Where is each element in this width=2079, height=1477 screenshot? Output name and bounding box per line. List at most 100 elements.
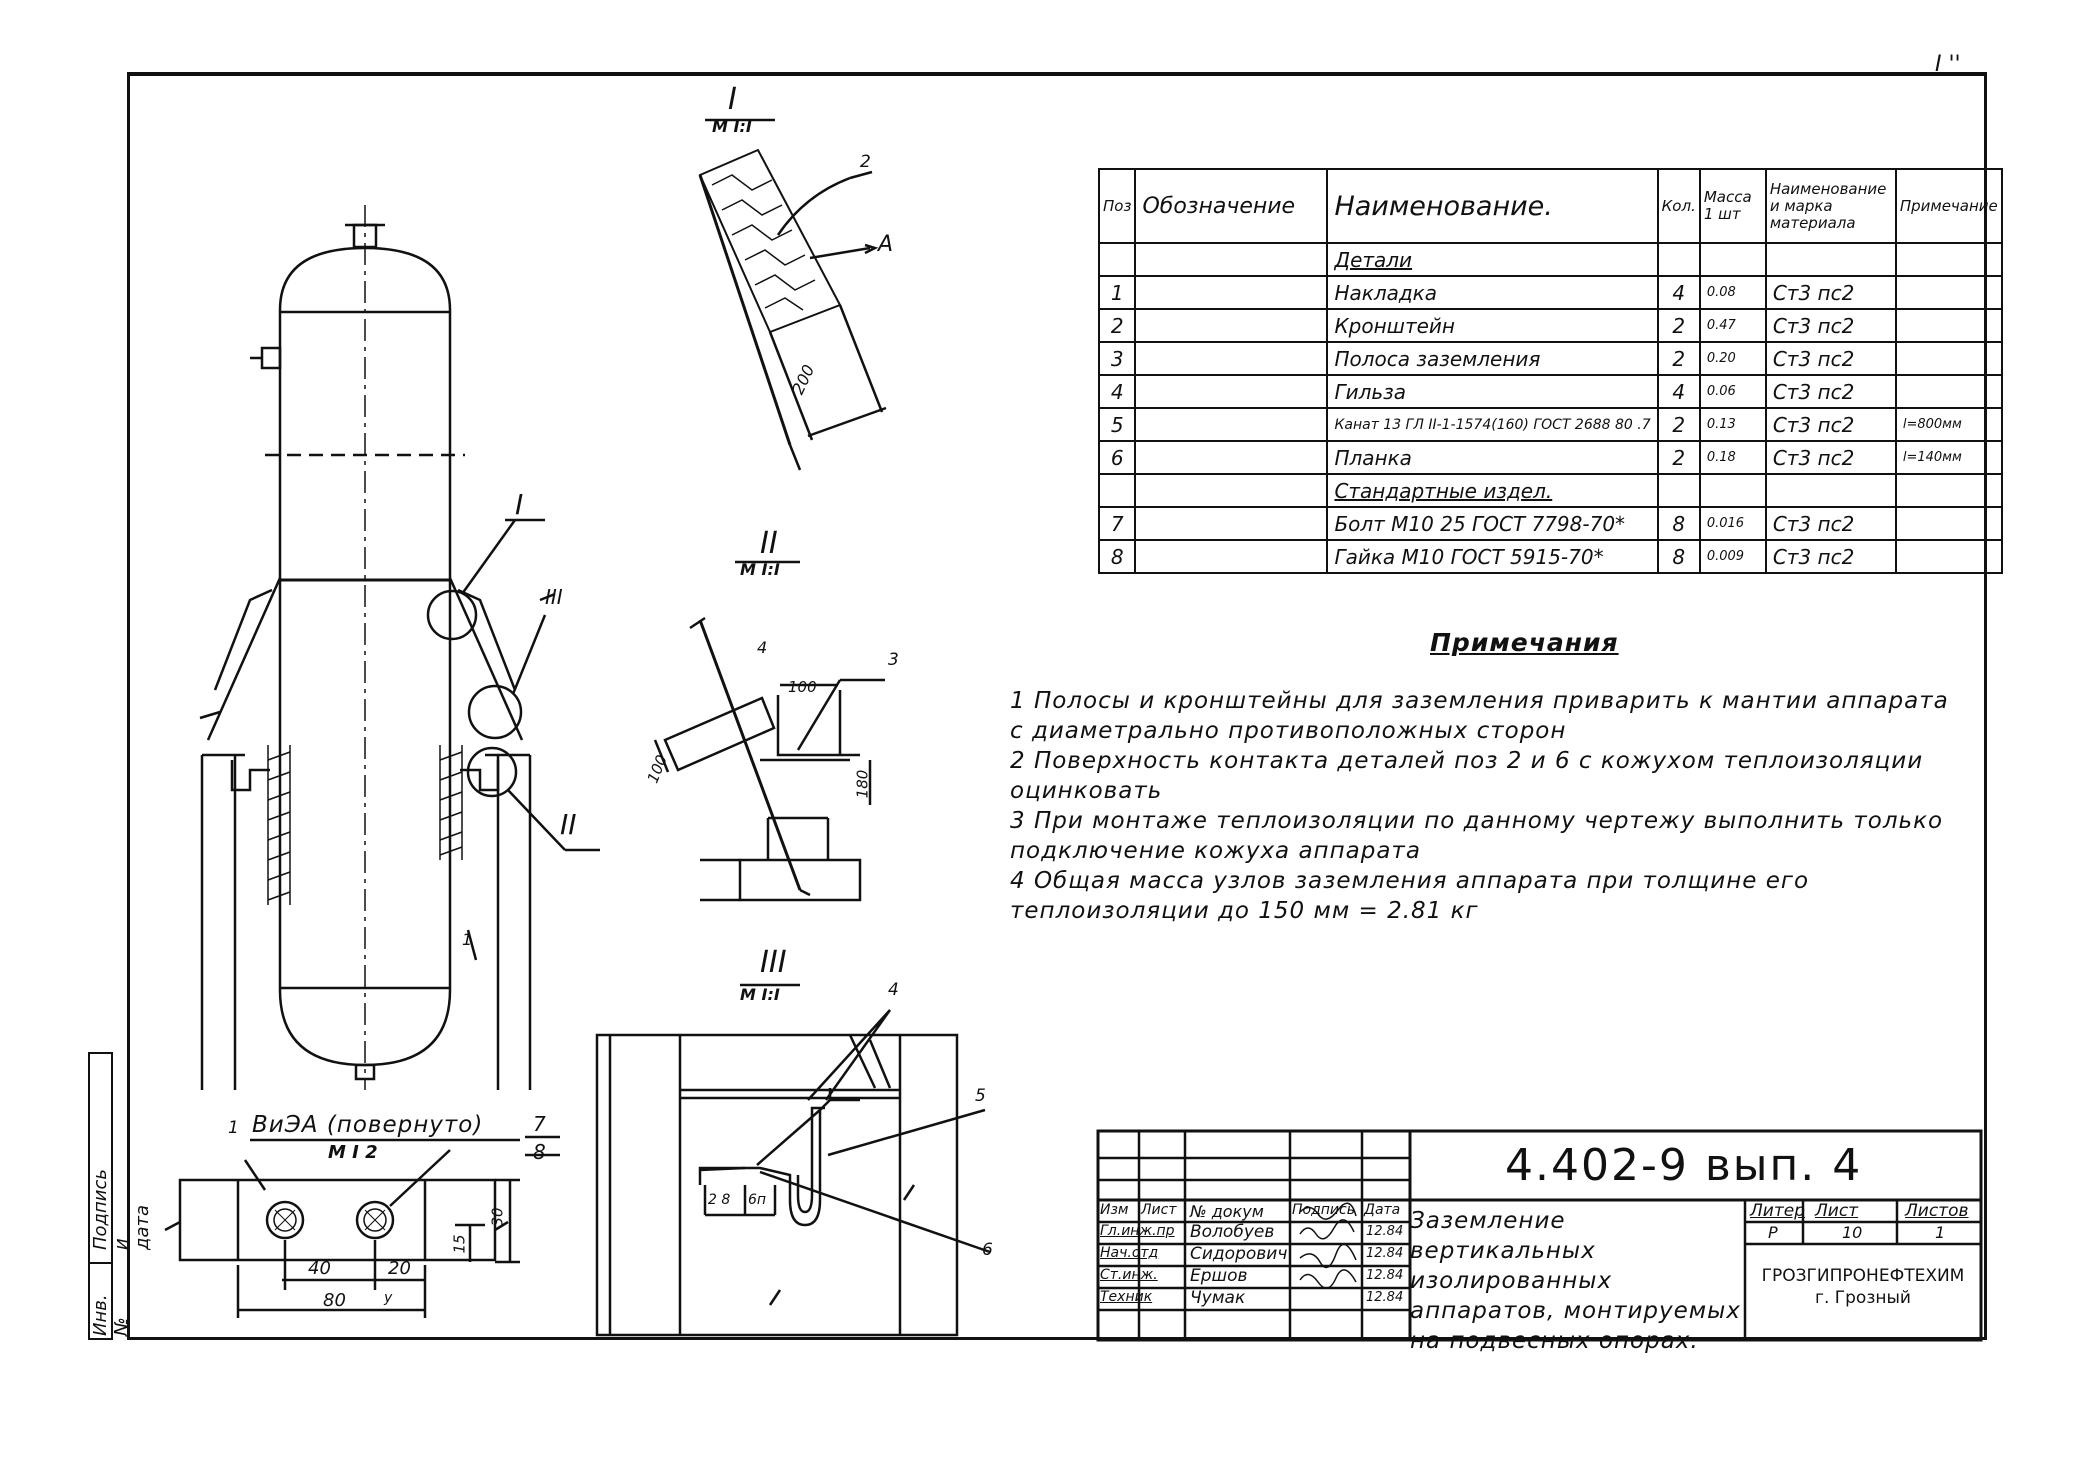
tb-sheets-value: 1 <box>1935 1223 1946 1242</box>
tb-col-docnum: № докум <box>1190 1202 1264 1221</box>
tb-person-name: Сидорович <box>1190 1244 1288 1264</box>
detail-3-pos-4: 4 <box>888 980 899 1000</box>
spec-header-mass: Масса 1 шт <box>1698 168 1767 244</box>
spec-cell-name: Болт М10 25 ГОСТ 7798-70* <box>1326 506 1659 541</box>
view-a-pos-1: 1 <box>228 1118 239 1138</box>
spec-cell-desig <box>1134 275 1329 310</box>
spec-cell-name: Канат 13 ГЛ II-1-1574(160) ГОСТ 2688 80 … <box>1326 407 1659 442</box>
spec-cell-qty: 4 <box>1656 374 1701 409</box>
detail-1-roman: I <box>728 82 737 117</box>
view-a-dim-15: 15 <box>450 1234 469 1254</box>
tb-date: 12.84 <box>1366 1290 1404 1305</box>
spec-cell-mass <box>1698 242 1767 277</box>
document-title: Заземление вертикальных изолированных ап… <box>1410 1208 1741 1354</box>
spec-header-name: Наименование. <box>1326 168 1659 244</box>
spec-cell-pos <box>1097 473 1137 508</box>
spec-cell-pos <box>1097 242 1137 277</box>
detail-1-scale: M I:I <box>712 117 752 136</box>
tb-col-date: Дата <box>1364 1202 1401 1218</box>
spec-cell-pos: 8 <box>1097 539 1137 574</box>
spec-cell-desig <box>1134 506 1329 541</box>
spec-cell-qty: 8 <box>1656 539 1701 574</box>
tb-sheet-value: 10 <box>1842 1223 1863 1242</box>
spec-cell-mat: Ст3 пс2 <box>1764 539 1897 574</box>
spec-cell-pos: 7 <box>1097 506 1137 541</box>
tb-date: 12.84 <box>1366 1224 1404 1239</box>
spec-cell-mat <box>1764 242 1897 277</box>
tb-sheets-label: Листов <box>1905 1201 1969 1221</box>
detail-3-dim-28: 2 8 <box>708 1192 731 1208</box>
spec-cell-pos: 2 <box>1097 308 1137 343</box>
tb-org-line2: г. Грозный <box>1815 1288 1911 1308</box>
tb-sheet-label: Лист <box>1815 1201 1859 1221</box>
main-callout-1: I <box>515 488 524 521</box>
view-a-dim-40: 40 <box>308 1258 331 1279</box>
tb-role: Гл.инж.пр <box>1100 1223 1175 1239</box>
spec-cell-name: Гайка М10 ГОСТ 5915-70* <box>1326 539 1659 574</box>
view-a-pos-8: 8 <box>533 1140 546 1164</box>
spec-cell-qty: 2 <box>1656 407 1701 442</box>
spec-cell-qty: 4 <box>1656 275 1701 310</box>
tb-org-line1: ГРОЗГИПРОНЕФТЕХИМ <box>1761 1266 1965 1286</box>
spec-cell-qty <box>1656 242 1701 277</box>
view-a-title: ВиЭА (повернуто) <box>252 1112 484 1138</box>
right-sling <box>450 578 522 740</box>
main-callout-3: III <box>545 585 563 609</box>
spec-cell-desig <box>1134 440 1329 475</box>
spec-cell-desig <box>1134 473 1329 508</box>
spec-section-row: Стандартные издел. <box>1097 473 2003 508</box>
spec-cell-mat: Ст3 пс2 <box>1764 506 1897 541</box>
spec-cell-name: Детали <box>1326 242 1659 277</box>
spec-header-note: Примечание <box>1894 168 2003 244</box>
spec-cell-mat: Ст3 пс2 <box>1764 374 1897 409</box>
tb-lit-value: Р <box>1768 1223 1778 1242</box>
detail-2-scale: M I:I <box>740 560 780 579</box>
spec-cell-desig <box>1134 341 1329 376</box>
spec-cell-mass <box>1698 473 1767 508</box>
spec-cell-qty: 2 <box>1656 341 1701 376</box>
callout-circle-1 <box>428 591 476 639</box>
spec-section-row: Детали <box>1097 242 2003 277</box>
spec-cell-note <box>1894 275 2003 310</box>
bottom-nozzle <box>356 1065 374 1079</box>
detail-3-pos-5: 5 <box>975 1086 986 1106</box>
tb-date: 12.84 <box>1366 1268 1404 1283</box>
notes-title: Примечания <box>1430 628 1619 657</box>
spec-cell-note <box>1894 473 2003 508</box>
spec-cell-note <box>1894 506 2003 541</box>
spec-header-qty: Кол. <box>1656 168 1701 244</box>
callout-circle-3 <box>468 748 516 796</box>
spec-cell-mass: 0.06 <box>1698 374 1767 409</box>
spec-cell-mass: 0.20 <box>1698 341 1767 376</box>
tb-person-name: Ершов <box>1190 1266 1248 1286</box>
spec-cell-mass: 0.18 <box>1698 440 1767 475</box>
specification-table: Поз Обозначение Наименование. Кол. Масса… <box>1097 168 2003 574</box>
detail-2-dim-180: 180 <box>853 769 872 799</box>
sheet-frame <box>127 72 1987 1340</box>
spec-cell-name: Накладка <box>1326 275 1659 310</box>
spec-cell-note: l=140мм <box>1894 440 2003 475</box>
tb-person-name: Чумак <box>1190 1288 1246 1308</box>
spec-cell-desig <box>1134 242 1329 277</box>
spec-header-material: Наименование и марка материала <box>1764 168 1897 244</box>
spec-cell-note <box>1894 539 2003 574</box>
spec-cell-pos: 6 <box>1097 440 1137 475</box>
view-a-dim-20: 20 <box>388 1258 411 1279</box>
tb-lit-label: Литер <box>1750 1201 1805 1221</box>
spec-cell-note <box>1894 341 2003 376</box>
tb-col-sheet: Лист <box>1141 1202 1177 1218</box>
spec-cell-name: Полоса заземления <box>1326 341 1659 376</box>
left-sling <box>208 578 280 740</box>
top-right-mark: I '' <box>1935 52 1961 77</box>
spec-cell-desig <box>1134 539 1329 574</box>
spec-cell-mass: 0.016 <box>1698 506 1767 541</box>
spec-cell-name: Кронштейн <box>1326 308 1659 343</box>
